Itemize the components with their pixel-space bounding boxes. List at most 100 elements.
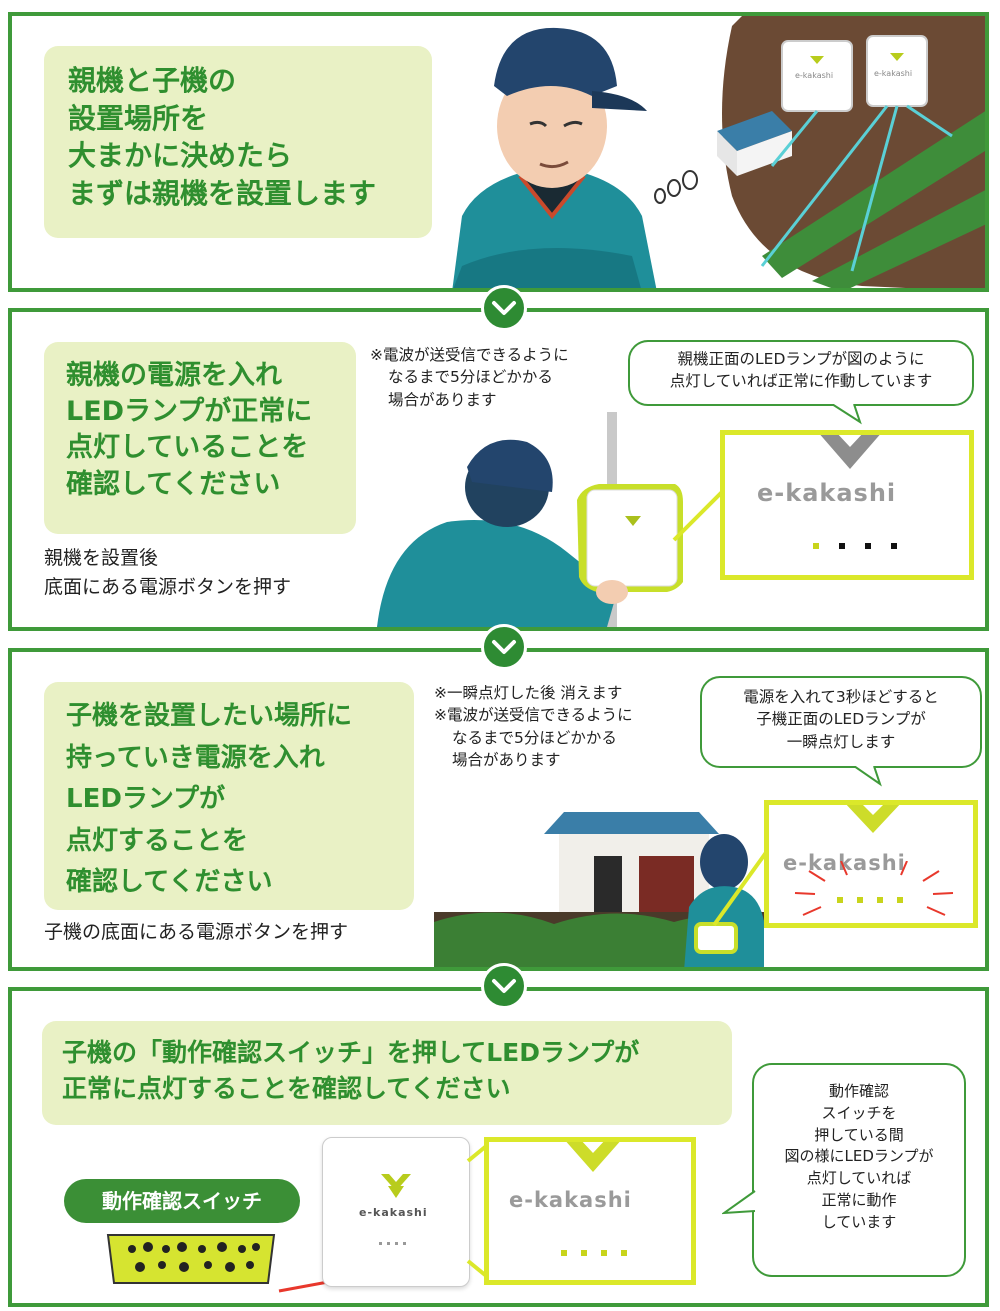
led-status-closeup: e-kakashi	[720, 430, 974, 580]
device-label: e-kakashi	[874, 69, 912, 78]
callout-line: 点灯していれば	[806, 1169, 912, 1187]
callout-line: 子機正面のLEDランプが	[756, 710, 926, 729]
heading-line: 持っていき電源を入れ	[66, 742, 325, 773]
callout-tail	[854, 766, 882, 787]
led-indicator-lit	[857, 897, 863, 903]
callout-tail	[722, 1190, 756, 1215]
instruction-line: 底面にある電源ボタンを押す	[44, 575, 292, 598]
step2-panel: 親機の電源を入れ LEDランプが正常に 点灯していることを 確認してください 親…	[8, 308, 989, 631]
led-indicator-off	[839, 543, 845, 549]
led-flash-closeup: e-kakashi	[764, 800, 978, 928]
callout-line: 点灯していれば正常に作動しています	[669, 372, 933, 391]
next-step-chevron	[481, 963, 527, 1009]
callout-line: 一瞬点灯します	[786, 732, 896, 751]
sub-unit-front: e-kakashi	[322, 1137, 470, 1287]
heading-line: LEDランプが正常に	[66, 396, 313, 428]
step2-callout: 親機正面のLEDランプが図のように 点灯していれば正常に作動しています	[628, 340, 974, 406]
led-indicator-lit	[581, 1250, 587, 1256]
note-line: なるまで5分ほどかかる	[452, 728, 617, 747]
callout-tail	[832, 404, 862, 425]
sub-unit-install-illustration	[434, 812, 764, 967]
step2-instruction: 親機を設置後 底面にある電源ボタンを押す	[44, 544, 291, 601]
note-line: ※一瞬点灯した後 消えます	[434, 684, 623, 702]
step4-panel: 子機の「動作確認スイッチ」を押してLEDランプが 正常に点灯することを確認してく…	[8, 987, 989, 1307]
callout-line: 動作確認	[828, 1082, 889, 1100]
note-line: 場合があります	[452, 751, 561, 770]
led-indicator-lit	[813, 543, 819, 549]
callout-line: スイッチを	[821, 1103, 897, 1122]
led-indicator-off	[387, 1242, 390, 1245]
note-line: ※電波が送受信できるように	[434, 706, 633, 725]
installer-illustration	[377, 412, 683, 627]
led-indicator-off	[379, 1242, 382, 1245]
led-indicator-lit	[561, 1250, 567, 1256]
led-indicator-off	[395, 1242, 398, 1245]
flash-rays	[794, 861, 954, 916]
led-indicator-off	[403, 1242, 406, 1245]
step2-heading: 親機の電源を入れ LEDランプが正常に 点灯していることを 確認してください	[44, 342, 356, 534]
brand-logo: e-kakashi	[757, 479, 897, 507]
note-line: ※電波が送受信できるように	[370, 346, 569, 364]
heading-line: 確認してください	[66, 468, 281, 500]
callout-line: 親機正面のLEDランプが図のように	[677, 350, 925, 368]
instruction-line: 子機の底面にある電源ボタンを押す	[44, 921, 349, 943]
heading-line: 点灯していることを	[66, 432, 309, 464]
led-indicator-lit	[621, 1250, 627, 1256]
callout-line: しています	[821, 1212, 897, 1231]
heading-line: 点灯することを	[66, 825, 249, 856]
heading-line: 大まかに決めたら	[68, 139, 293, 173]
sub-unit-underside-illustration	[106, 1234, 276, 1284]
heading-line: 確認してください	[66, 867, 273, 898]
thought-dots	[654, 170, 698, 204]
next-step-chevron	[481, 624, 527, 670]
chevron-down-icon	[492, 640, 516, 654]
heading-line: まずは親機を設置します	[68, 176, 377, 210]
callout-line: 正常に動作	[821, 1190, 897, 1209]
led-indicator-lit	[897, 897, 903, 903]
next-step-chevron	[481, 285, 527, 331]
step2-note: ※電波が送受信できるように なるまで5分ほどかかる 場合があります	[370, 344, 569, 411]
farmer-illustration	[452, 27, 657, 288]
heading-line: 親機の電源を入れ	[66, 360, 282, 391]
step1-heading: 親機と子機の 設置場所を 大まかに決めたら まずは親機を設置します	[44, 46, 432, 238]
step3-note: ※一瞬点灯した後 消えます ※電波が送受信できるように なるまで5分ほどかかる …	[434, 682, 633, 772]
led-all-on-closeup: e-kakashi	[484, 1137, 696, 1285]
step3-instruction: 子機の底面にある電源ボタンを押す	[44, 918, 348, 947]
note-line: 場合があります	[388, 390, 497, 409]
step3-panel: 子機を設置したい場所に 持っていき電源を入れ LEDランプが 点灯することを 確…	[8, 648, 989, 971]
brand-logo: e-kakashi	[359, 1206, 428, 1219]
step3-callout: 電源を入れて3秒ほどすると 子機正面のLEDランプが 一瞬点灯します	[700, 676, 982, 768]
heading-line: 親機と子機の	[68, 64, 237, 97]
field-scene-illustration: e-kakashi e-kakashi	[717, 16, 985, 288]
step1-panel: 親機と子機の 設置場所を 大まかに決めたら まずは親機を設置します e-kak	[8, 12, 989, 292]
step3-heading: 子機を設置したい場所に 持っていき電源を入れ LEDランプが 点灯することを 確…	[44, 682, 414, 910]
logo-chevron-icon	[820, 435, 880, 469]
heading-line: 設置場所を	[68, 101, 209, 135]
led-indicator-off	[865, 543, 871, 549]
callout-line: 図の様にLEDランプが	[784, 1147, 934, 1166]
led-indicator-lit	[837, 897, 843, 903]
led-indicator-off	[891, 543, 897, 549]
switch-label-tag: 動作確認スイッチ	[64, 1179, 300, 1223]
heading-line: 子機の「動作確認スイッチ」を押してLEDランプが	[62, 1038, 640, 1067]
chevron-down-icon	[492, 979, 516, 993]
callout-pointer	[712, 847, 772, 927]
instruction-line: 親機を設置後	[44, 547, 159, 569]
brand-logo: e-kakashi	[783, 851, 906, 875]
heading-line: 正常に点灯することを確認してください	[62, 1074, 511, 1104]
led-indicator-lit	[877, 897, 883, 903]
note-line: なるまで5分ほどかかる	[388, 368, 553, 387]
callout-line: 押している間	[814, 1125, 904, 1144]
brand-logo: e-kakashi	[509, 1188, 632, 1212]
logo-chevron-icon	[846, 805, 900, 833]
step4-heading: 子機の「動作確認スイッチ」を押してLEDランプが 正常に点灯することを確認してく…	[42, 1021, 732, 1125]
chevron-down-icon	[492, 301, 516, 315]
step4-callout: 動作確認 スイッチを 押している間 図の様にLEDランプが 点灯していれば 正常…	[752, 1063, 966, 1277]
heading-line: LEDランプが	[66, 784, 226, 815]
logo-mark-icon	[381, 1174, 411, 1198]
heading-line: 子機を設置したい場所に	[66, 701, 353, 731]
logo-chevron-icon	[566, 1142, 620, 1172]
led-indicator-lit	[601, 1250, 607, 1256]
callout-line: 電源を入れて3秒ほどすると	[743, 688, 939, 706]
device-label: e-kakashi	[795, 71, 833, 80]
